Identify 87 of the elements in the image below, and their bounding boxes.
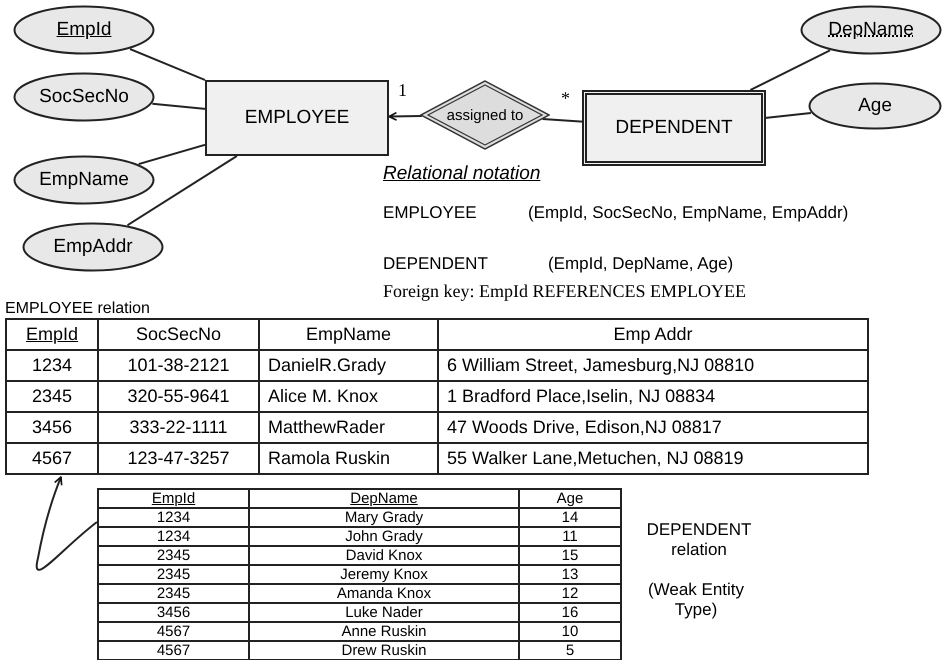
table-cell: 123-47-3257 (98, 443, 259, 474)
connector-line (152, 102, 206, 110)
attribute-ellipse (808, 82, 942, 130)
table-cell: Anne Ruskin (249, 622, 519, 641)
node-label: Age (858, 95, 892, 117)
table-cell: 13 (519, 565, 621, 584)
column-header: EmpName (259, 319, 438, 350)
table-cell: 1234 (98, 527, 249, 546)
table-cell: MatthewRader (259, 412, 438, 443)
table-cell: 3456 (98, 603, 249, 622)
table-cell: 1234 (98, 508, 249, 527)
table-cell: 4567 (98, 641, 249, 660)
node-label: assigned to (446, 106, 524, 124)
section-heading: Relational notation (383, 163, 540, 185)
attribute-list: (EmpId, SocSecNo, EmpName, EmpAddr) (528, 203, 848, 223)
table-cell: Ramola Ruskin (259, 443, 438, 474)
table-cell: Jeremy Knox (249, 565, 519, 584)
table-cell: 4567 (98, 622, 249, 641)
attribute-ellipse (13, 155, 155, 205)
table-title: EMPLOYEE relation (5, 300, 151, 318)
table-cell: 4567 (6, 443, 98, 474)
relationship-diamond (420, 80, 550, 150)
attribute-list: (EmpId, DepName, Age) (548, 254, 734, 274)
table-cell: 2345 (98, 565, 249, 584)
column-header: EmpId (6, 319, 98, 350)
table-cell: David Knox (249, 546, 519, 565)
table-cell: 320-55-9641 (98, 381, 259, 412)
table-cell: 1234 (6, 350, 98, 381)
node-label: EMPLOYEE (244, 107, 350, 129)
edge-label: * (561, 88, 570, 109)
weak-entity-box (582, 90, 766, 166)
table-cell: 15 (519, 546, 621, 565)
data-table (5, 300, 869, 475)
table-cell: Amanda Knox (249, 584, 519, 603)
table-cell: 11 (519, 527, 621, 546)
attribute-ellipse (800, 5, 942, 55)
connector-line (542, 118, 582, 123)
table-cell: Mary Grady (249, 508, 519, 527)
table-caption: (Weak Entity Type) (646, 580, 746, 620)
column-header: SocSecNo (98, 319, 259, 350)
table-cell: 47 Woods Drive, Edison,NJ 08817 (438, 412, 868, 443)
table-cell: 10 (519, 622, 621, 641)
connector-line (130, 48, 206, 81)
attribute-ellipse (13, 72, 155, 122)
table-cell: 2345 (98, 584, 249, 603)
attribute-ellipse (13, 5, 155, 55)
table-cell: John Grady (249, 527, 519, 546)
column-header: EmpId (98, 489, 249, 508)
connector-line (127, 155, 238, 226)
table-cell: Alice M. Knox (259, 381, 438, 412)
table-cell: 16 (519, 603, 621, 622)
table-cell: 101-38-2121 (98, 350, 259, 381)
table-cell: 55 Walker Lane,Metuchen, NJ 08819 (438, 443, 868, 474)
table-cell: 6 William Street, Jamesburg,NJ 08810 (438, 350, 868, 381)
table-cell: 2345 (98, 546, 249, 565)
table-cell: Luke Nader (249, 603, 519, 622)
arrow (388, 112, 422, 121)
connector-line (766, 112, 812, 119)
column-header: DepName (249, 489, 519, 508)
node-label: SocSecNo (39, 86, 129, 108)
data-table (97, 488, 622, 660)
column-header: Age (519, 489, 621, 508)
table-cell: 3456 (6, 412, 98, 443)
relation-name: EMPLOYEE (383, 203, 477, 223)
table-caption: DEPENDENT relation (646, 520, 752, 560)
table-cell: 14 (519, 508, 621, 527)
table-cell: 333-22-1111 (98, 412, 259, 443)
attribute-ellipse (22, 222, 164, 272)
connector-line (750, 50, 830, 91)
node-label: DepName (828, 19, 914, 41)
table-cell: 12 (519, 584, 621, 603)
table-cell: 5 (519, 641, 621, 660)
column-header: Emp Addr (438, 319, 868, 350)
entity-box (205, 80, 389, 156)
node-label: DEPENDENT (615, 117, 733, 139)
node-label: EmpId (56, 19, 112, 41)
node-label: EmpAddr (53, 236, 133, 258)
table-cell: DanielR.Grady (259, 350, 438, 381)
curved-arrow (36, 476, 98, 571)
table-cell: Drew Ruskin (249, 641, 519, 660)
foreign-key-note: Foreign key: EmpId REFERENCES EMPLOYEE (383, 281, 746, 302)
table-cell: 1 Bradford Place,Iselin, NJ 08834 (438, 381, 868, 412)
connector-line (138, 144, 206, 166)
node-label: EmpName (39, 169, 129, 191)
table-cell: 2345 (6, 381, 98, 412)
edge-label: 1 (398, 80, 407, 101)
relation-name: DEPENDENT (383, 254, 488, 274)
